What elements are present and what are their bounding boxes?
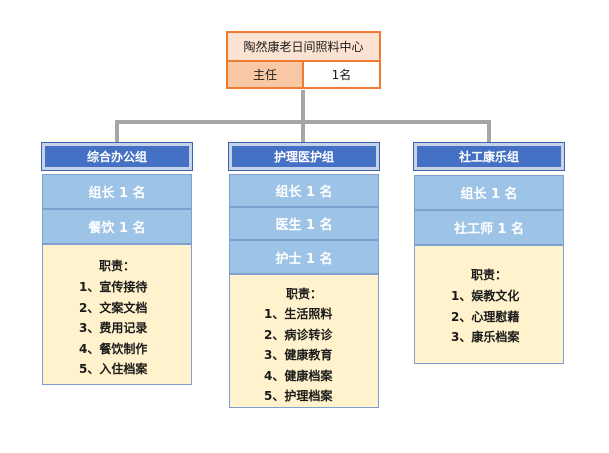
- duty-item: 1、宣传接待: [79, 280, 148, 294]
- duty-title: 职责：: [285, 287, 322, 301]
- duty-item: 2、病诊转诊: [264, 327, 333, 342]
- org-root-role-row: 主任 1名: [226, 60, 381, 89]
- duty-item: 2、文案文档: [79, 300, 148, 315]
- duty-item: 4、餐饮制作: [79, 341, 148, 356]
- org-root-title: 陶然康老日间照料中心: [226, 31, 381, 60]
- group-social-role: 社工师 1 名: [414, 210, 564, 245]
- duty-item: 4、健康档案: [264, 368, 333, 383]
- duty-item: 2、心理慰藉: [451, 309, 520, 324]
- duty-item: 1、生活照料: [264, 307, 333, 321]
- duty-item: 3、康乐档案: [451, 330, 520, 344]
- duty-title: 职责：: [470, 268, 507, 282]
- group-nursing-role: 医生 1 名: [229, 207, 379, 240]
- duty-item: 5、护理档案: [264, 389, 333, 403]
- group-header-social: 社工康乐组: [413, 142, 565, 171]
- group-nursing-role: 组长 1 名: [229, 174, 379, 207]
- group-office-duties: 职责： 1、宣传接待 2、文案文档 3、费用记录 4、餐饮制作 5、入住档案: [42, 244, 192, 385]
- group-header-nursing: 护理医护组: [228, 142, 380, 171]
- duty-title: 职责：: [98, 259, 135, 273]
- group-office-role: 餐饮 1 名: [42, 209, 192, 244]
- group-social-role: 组长 1 名: [414, 175, 564, 210]
- group-social-duties: 职责： 1、娱教文化 2、心理慰藉 3、康乐档案: [414, 245, 564, 364]
- group-nursing-role: 护士 1 名: [229, 240, 379, 274]
- duty-item: 1、娱教文化: [451, 289, 520, 303]
- duty-item: 5、入住档案: [79, 362, 148, 376]
- root-role-label: 主任: [228, 62, 304, 87]
- duty-item: 3、健康教育: [264, 348, 333, 362]
- group-header-office: 综合办公组: [41, 142, 193, 171]
- root-role-count: 1名: [304, 62, 379, 87]
- group-nursing-duties: 职责： 1、生活照料 2、病诊转诊 3、健康教育 4、健康档案 5、护理档案: [229, 274, 379, 408]
- duty-item: 3、费用记录: [79, 321, 148, 335]
- group-office-role: 组长 1 名: [42, 174, 192, 209]
